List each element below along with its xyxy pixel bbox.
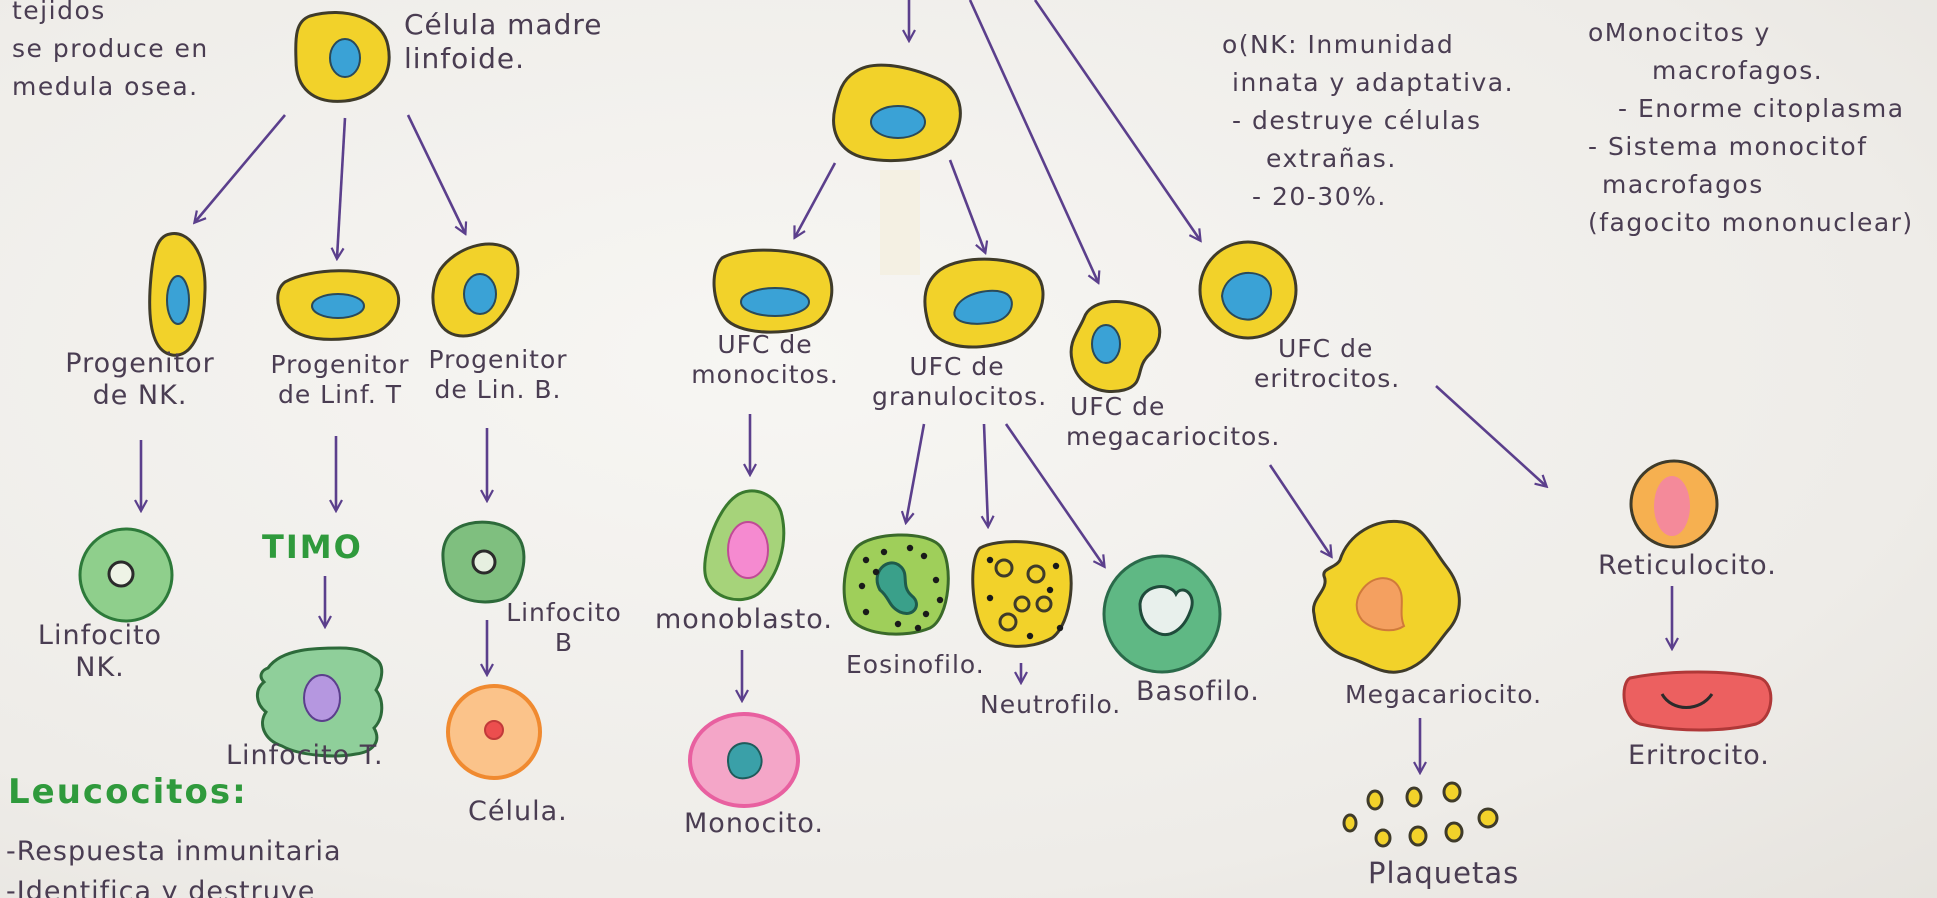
nk-note-line-3: - destruye células <box>1222 102 1514 140</box>
reticulocito-label: Reticulocito. <box>1598 550 1777 582</box>
linfocito-t-label: Linfocito T. <box>226 740 384 772</box>
top-left-line-1: tejidos <box>12 0 209 30</box>
progenitor-nk-label-line-1: Progenitor <box>45 348 235 380</box>
nk-note-line-5: - 20-30%. <box>1222 178 1514 216</box>
lymphoid-stem-label: Célula madre linfoide. <box>404 8 614 75</box>
progenitor-nk-cell <box>150 233 205 355</box>
leucocitos-title: Leucocitos: <box>8 772 248 812</box>
progenitor-b-label: Progenitor de Lin. B. <box>408 345 588 405</box>
linfocito-b-cell <box>443 522 524 602</box>
megacariocito-label: Megacariocito. <box>1345 680 1542 710</box>
top-left-line-2: se produce en <box>12 30 209 68</box>
tape-mark <box>880 170 920 275</box>
linfocito-b-label: Linfocito B <box>494 598 634 658</box>
plaquetas-label: Plaquetas <box>1368 856 1519 891</box>
ufc-monocito-label-line-2: monocitos. <box>680 360 850 390</box>
progenitor-nk-label-line-2: de NK. <box>45 380 235 412</box>
basofilo-cell <box>1104 556 1220 672</box>
ufc-eritrocito-cell <box>1200 242 1296 338</box>
mono-note-line-6: (fagocito mononuclear) <box>1588 204 1914 242</box>
ufc-megacariocito-label: UFC de megacariocitos. <box>1066 392 1280 452</box>
arrow-mye-granulo <box>950 160 985 252</box>
arrow-granulo-eos <box>906 424 924 522</box>
celula-label: Célula. <box>468 796 568 828</box>
nk-note-line-2: innata y adaptativa. <box>1222 64 1514 102</box>
ufc-monocito-label: UFC de monocitos. <box>680 330 850 390</box>
monocito-label: Monocito. <box>684 808 824 840</box>
arrow-top-3 <box>1035 0 1200 240</box>
progenitor-t-label-line-1: Progenitor <box>250 350 430 380</box>
reticulocito-cell <box>1631 461 1717 547</box>
eritrocito-label: Eritrocito. <box>1628 740 1770 772</box>
linfocito-nk-label-line-2: NK. <box>10 652 190 684</box>
linfocito-nk-cell <box>80 529 172 621</box>
progenitor-t-label-line-2: de Linf. T <box>250 380 430 410</box>
timo-label: TIMO <box>262 528 363 566</box>
ufc-eritrocito-label: UFC de eritrocitos. <box>1254 334 1400 394</box>
ufc-granulocito-label-line-1: UFC de <box>872 352 1042 382</box>
nk-note-line-4: extrañas. <box>1222 140 1514 178</box>
ufc-megacariocito-label-line-2: megacariocitos. <box>1066 422 1280 452</box>
monoblasto-cell <box>705 491 784 600</box>
progenitor-t-cell <box>278 271 399 340</box>
arrow-granulo-neu <box>984 424 988 526</box>
nk-note-line-1: o(NK: Inmunidad <box>1222 26 1514 64</box>
eosinofilo-cell <box>844 535 948 634</box>
linfocito-nk-label-line-1: Linfocito <box>10 620 190 652</box>
progenitor-b-cell <box>433 244 518 336</box>
ufc-monocito-label-line-1: UFC de <box>680 330 850 360</box>
ufc-megacariocito-label-line-1: UFC de <box>1066 392 1280 422</box>
nk-note: o(NK: Inmunidad innata y adaptativa. - d… <box>1222 26 1514 216</box>
ufc-eritrocito-label-line-1: UFC de <box>1254 334 1400 364</box>
ufc-granulocito-label-line-2: granulocitos. <box>872 382 1042 412</box>
neutrofilo-label: Neutrofilo. <box>980 690 1121 720</box>
basofilo-label: Basofilo. <box>1136 676 1260 708</box>
linfocito-b-label-line-2: B <box>494 628 634 658</box>
linfocito-nk-label: Linfocito NK. <box>10 620 190 685</box>
ufc-monocito-cell <box>714 250 832 332</box>
progenitor-t-label: Progenitor de Linf. T <box>250 350 430 410</box>
ufc-megacariocito-cell <box>1071 302 1160 392</box>
leucocitos-line-1: -Respuesta inmunitaria <box>6 832 342 872</box>
monocyte-note: oMonocitos y macrofagos. - Enorme citopl… <box>1588 14 1914 242</box>
mono-note-line-4: - Sistema monocitof <box>1588 128 1914 166</box>
progenitor-nk-label: Progenitor de NK. <box>45 348 235 413</box>
mono-note-line-2: macrofagos. <box>1588 52 1914 90</box>
arrow-top-2 <box>970 0 1098 282</box>
lymphoid-stem-cell <box>296 13 389 102</box>
top-left-line-3: medula osea. <box>12 68 209 106</box>
leucocitos-notes: -Respuesta inmunitaria -Identifica y des… <box>6 832 342 898</box>
plaquetas-platelets <box>1344 783 1497 846</box>
leucocitos-line-2: -Identifica y destruye <box>6 872 342 898</box>
progenitor-b-label-line-1: Progenitor <box>408 345 588 375</box>
arrow-stem-t <box>337 118 345 258</box>
linfocito-b-label-line-1: Linfocito <box>494 598 634 628</box>
progenitor-b-label-line-2: de Lin. B. <box>408 375 588 405</box>
eosinofilo-label: Eosinofilo. <box>846 650 985 680</box>
arrow-stem-nk <box>195 115 285 222</box>
monocito-cell <box>690 714 798 806</box>
mono-note-line-1: oMonocitos y <box>1588 14 1914 52</box>
arrow-mye-mono <box>795 163 835 237</box>
arrow-mega-down <box>1270 465 1331 556</box>
myeloid-stem-cell <box>834 65 961 161</box>
neutrofilo-cell <box>973 542 1071 647</box>
eritrocito-cell <box>1624 672 1771 730</box>
celula-plasmatica-cell <box>448 686 540 778</box>
ufc-eritrocito-label-line-2: eritrocitos. <box>1254 364 1400 394</box>
megacariocito-cell <box>1313 521 1459 672</box>
ufc-granulocito-label: UFC de granulocitos. <box>872 352 1042 412</box>
mono-note-line-5: macrofagos <box>1588 166 1914 204</box>
ufc-granulocito-cell <box>925 259 1043 347</box>
arrow-eritro-retic <box>1436 386 1546 486</box>
arrow-stem-b <box>408 115 465 233</box>
monoblasto-label: monoblasto. <box>655 604 833 636</box>
top-left-note: tejidos se produce en medula osea. <box>12 0 209 106</box>
mono-note-line-3: - Enorme citoplasma <box>1588 90 1914 128</box>
